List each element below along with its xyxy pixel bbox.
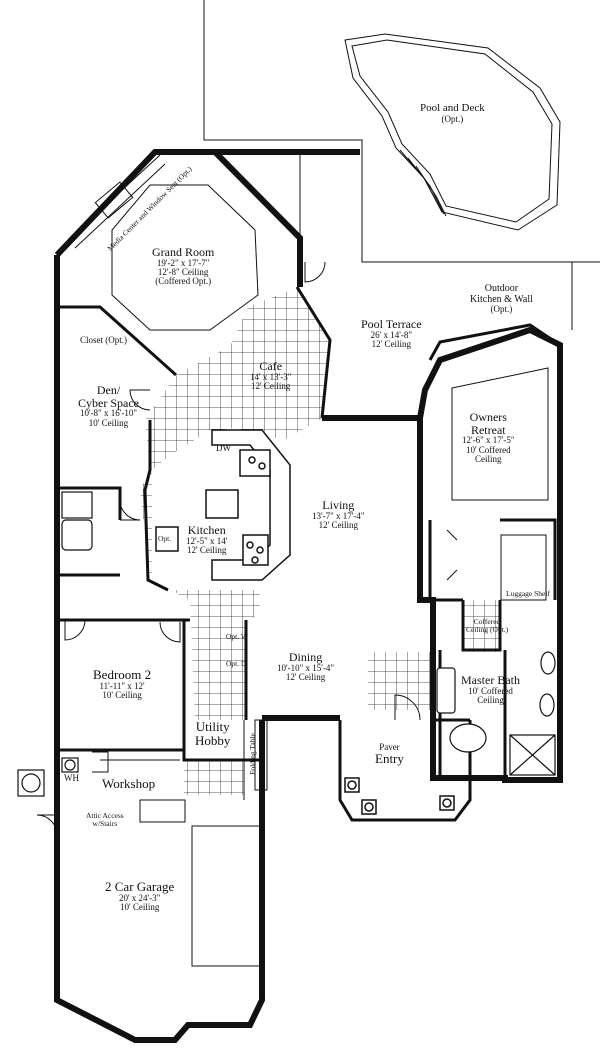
cafe-dims: 14' x 13'-3" xyxy=(250,371,292,382)
dining-name: Dining xyxy=(288,650,323,664)
utility-line1: Utility xyxy=(195,719,230,734)
bath-fixtures xyxy=(17,491,556,797)
owners-retreat-1: Owners xyxy=(469,410,507,424)
bedroom2-dims: 11'-11" x 12' xyxy=(99,680,145,691)
owners-retreat-dims: 12'-6" x 17'-5" xyxy=(462,435,515,446)
den-label: Den/ Cyber Space 10'-8" x 16'-10" 10' Ce… xyxy=(78,384,139,428)
wh-label: WH xyxy=(64,773,79,783)
grand-room-ceiling: 12'-8" Ceiling xyxy=(157,267,209,278)
kitchen-dims: 12'-5" x 14' xyxy=(186,535,228,546)
entry-note: Paver xyxy=(379,742,400,752)
workshop-label: Workshop xyxy=(102,776,156,791)
garage-outline xyxy=(92,719,268,967)
pool-deck-name: Pool and Deck xyxy=(420,102,485,114)
garage-ceiling: 10' Ceiling xyxy=(119,902,160,913)
pool-deck xyxy=(203,0,600,263)
kitchen-counters xyxy=(155,429,291,581)
kitchen-label: Kitchen 12'-5" x 14' 12' Ceiling xyxy=(186,524,227,555)
closet-label: Closet (Opt.) xyxy=(80,335,127,345)
garage-name: 2 Car Garage xyxy=(105,879,175,894)
kitchen-name: Kitchen xyxy=(187,523,226,537)
opt-d-label: Opt. D xyxy=(226,659,247,668)
pool-deck-note: (Opt.) xyxy=(441,113,464,124)
owners-retreat-ceiling2: Ceiling xyxy=(475,454,502,465)
living-name: Living xyxy=(322,498,355,512)
interior-walls xyxy=(57,305,557,780)
entry-columns xyxy=(344,777,455,815)
garage-label: 2 Car Garage 20' x 24'-3" 10' Ceiling xyxy=(105,880,174,913)
outdoor-kitchen-note: (Opt.) xyxy=(490,304,513,314)
dining-label: Dining 10'-10" x 15'-4" 12' Ceiling xyxy=(277,651,334,682)
cafe-label: Cafe 14' x 13'-3" 12' Ceiling xyxy=(250,360,291,391)
master-bath-ceiling1: 10' Coffered xyxy=(468,685,513,696)
owners-retreat-label: Owners Retreat 12'-6" x 17'-5" 10' Coffe… xyxy=(462,411,515,465)
opt-w-label: Opt. W xyxy=(226,632,248,641)
pool-terrace-label: Pool Terrace 26' x 14'-8" 12' Ceiling xyxy=(361,318,422,349)
cafe-name: Cafe xyxy=(259,359,283,373)
bedroom2-name: Bedroom 2 xyxy=(93,667,152,682)
utility-line2: Hobby xyxy=(195,732,231,748)
owners-retreat-ceiling1: 10' Coffered xyxy=(465,444,511,455)
coffered-ceiling xyxy=(451,367,549,601)
outdoor-kitchen-1: Outdoor xyxy=(484,283,519,294)
grand-room-label: Grand Room 19'-2" x 17'-7" 12'-8" Ceilin… xyxy=(152,246,214,287)
den-name-2: Cyber Space xyxy=(78,395,139,410)
living-ceiling: 12' Ceiling xyxy=(318,520,358,531)
bedroom2-ceiling: 10' Ceiling xyxy=(102,690,142,701)
garage-dims: 20' x 24'-3" xyxy=(118,892,161,903)
pool-terrace-name: Pool Terrace xyxy=(361,317,422,331)
dining-dims: 10'-10" x 15'-4" xyxy=(277,662,335,673)
folding-table-label: Folding Table xyxy=(247,733,257,775)
tile-floors xyxy=(140,287,500,795)
attic-label: Attic Access w/Stairs xyxy=(86,811,124,828)
den-dims: 10'-8" x 16'-10" xyxy=(79,408,138,419)
master-bath-name: Master Bath xyxy=(461,673,520,687)
doors xyxy=(36,261,458,836)
exterior-walls xyxy=(54,149,563,1043)
master-bath-ceiling2: Ceiling xyxy=(477,695,504,706)
kitchen-ceiling: 12' Ceiling xyxy=(187,545,227,556)
bedroom2-label: Bedroom 2 11'-11" x 12' 10' Ceiling xyxy=(93,668,151,701)
pool-deck-label: Pool and Deck (Opt.) xyxy=(420,102,485,124)
grand-room-outline xyxy=(67,154,259,331)
entry-name: Entry xyxy=(375,751,404,767)
coffered-opt-label: Coffered Ceiling (Opt.) xyxy=(466,617,509,634)
grand-room-dims: 19'-2" x 17'-7" xyxy=(156,257,210,268)
entry-label: Paver Entry xyxy=(375,742,404,767)
utility-label: Utility Hobby xyxy=(195,720,230,747)
kitchen-opt-label: Opt. xyxy=(158,534,172,543)
living-label: Living 13'-7" x 17'-4" 12' Ceiling xyxy=(312,499,365,530)
dw-label: DW xyxy=(216,443,231,453)
pool-terrace-ceiling: 12' Ceiling xyxy=(371,339,411,350)
den-ceiling: 10' Ceiling xyxy=(88,417,129,428)
grand-room-name: Grand Room xyxy=(152,245,215,259)
cafe-ceiling: 12' Ceiling xyxy=(251,381,291,392)
grand-room-note: (Coffered Opt.) xyxy=(155,276,212,287)
pool-terrace-dims: 26' x 14'-8" xyxy=(370,329,412,340)
owners-retreat-2: Retreat xyxy=(470,422,506,437)
master-bath-label: Master Bath 10' Coffered Ceiling xyxy=(461,674,520,705)
living-dims: 13'-7" x 17'-4" xyxy=(312,510,365,521)
outdoor-kitchen-label: Outdoor Kitchen & Wall (Opt.) xyxy=(470,283,533,314)
outdoor-kitchen-2: Kitchen & Wall xyxy=(470,293,533,305)
dining-ceiling: 12' Ceiling xyxy=(285,672,326,683)
den-name-1: Den/ xyxy=(96,383,121,397)
luggage-shelf-label: Luggage Shelf xyxy=(506,589,550,598)
